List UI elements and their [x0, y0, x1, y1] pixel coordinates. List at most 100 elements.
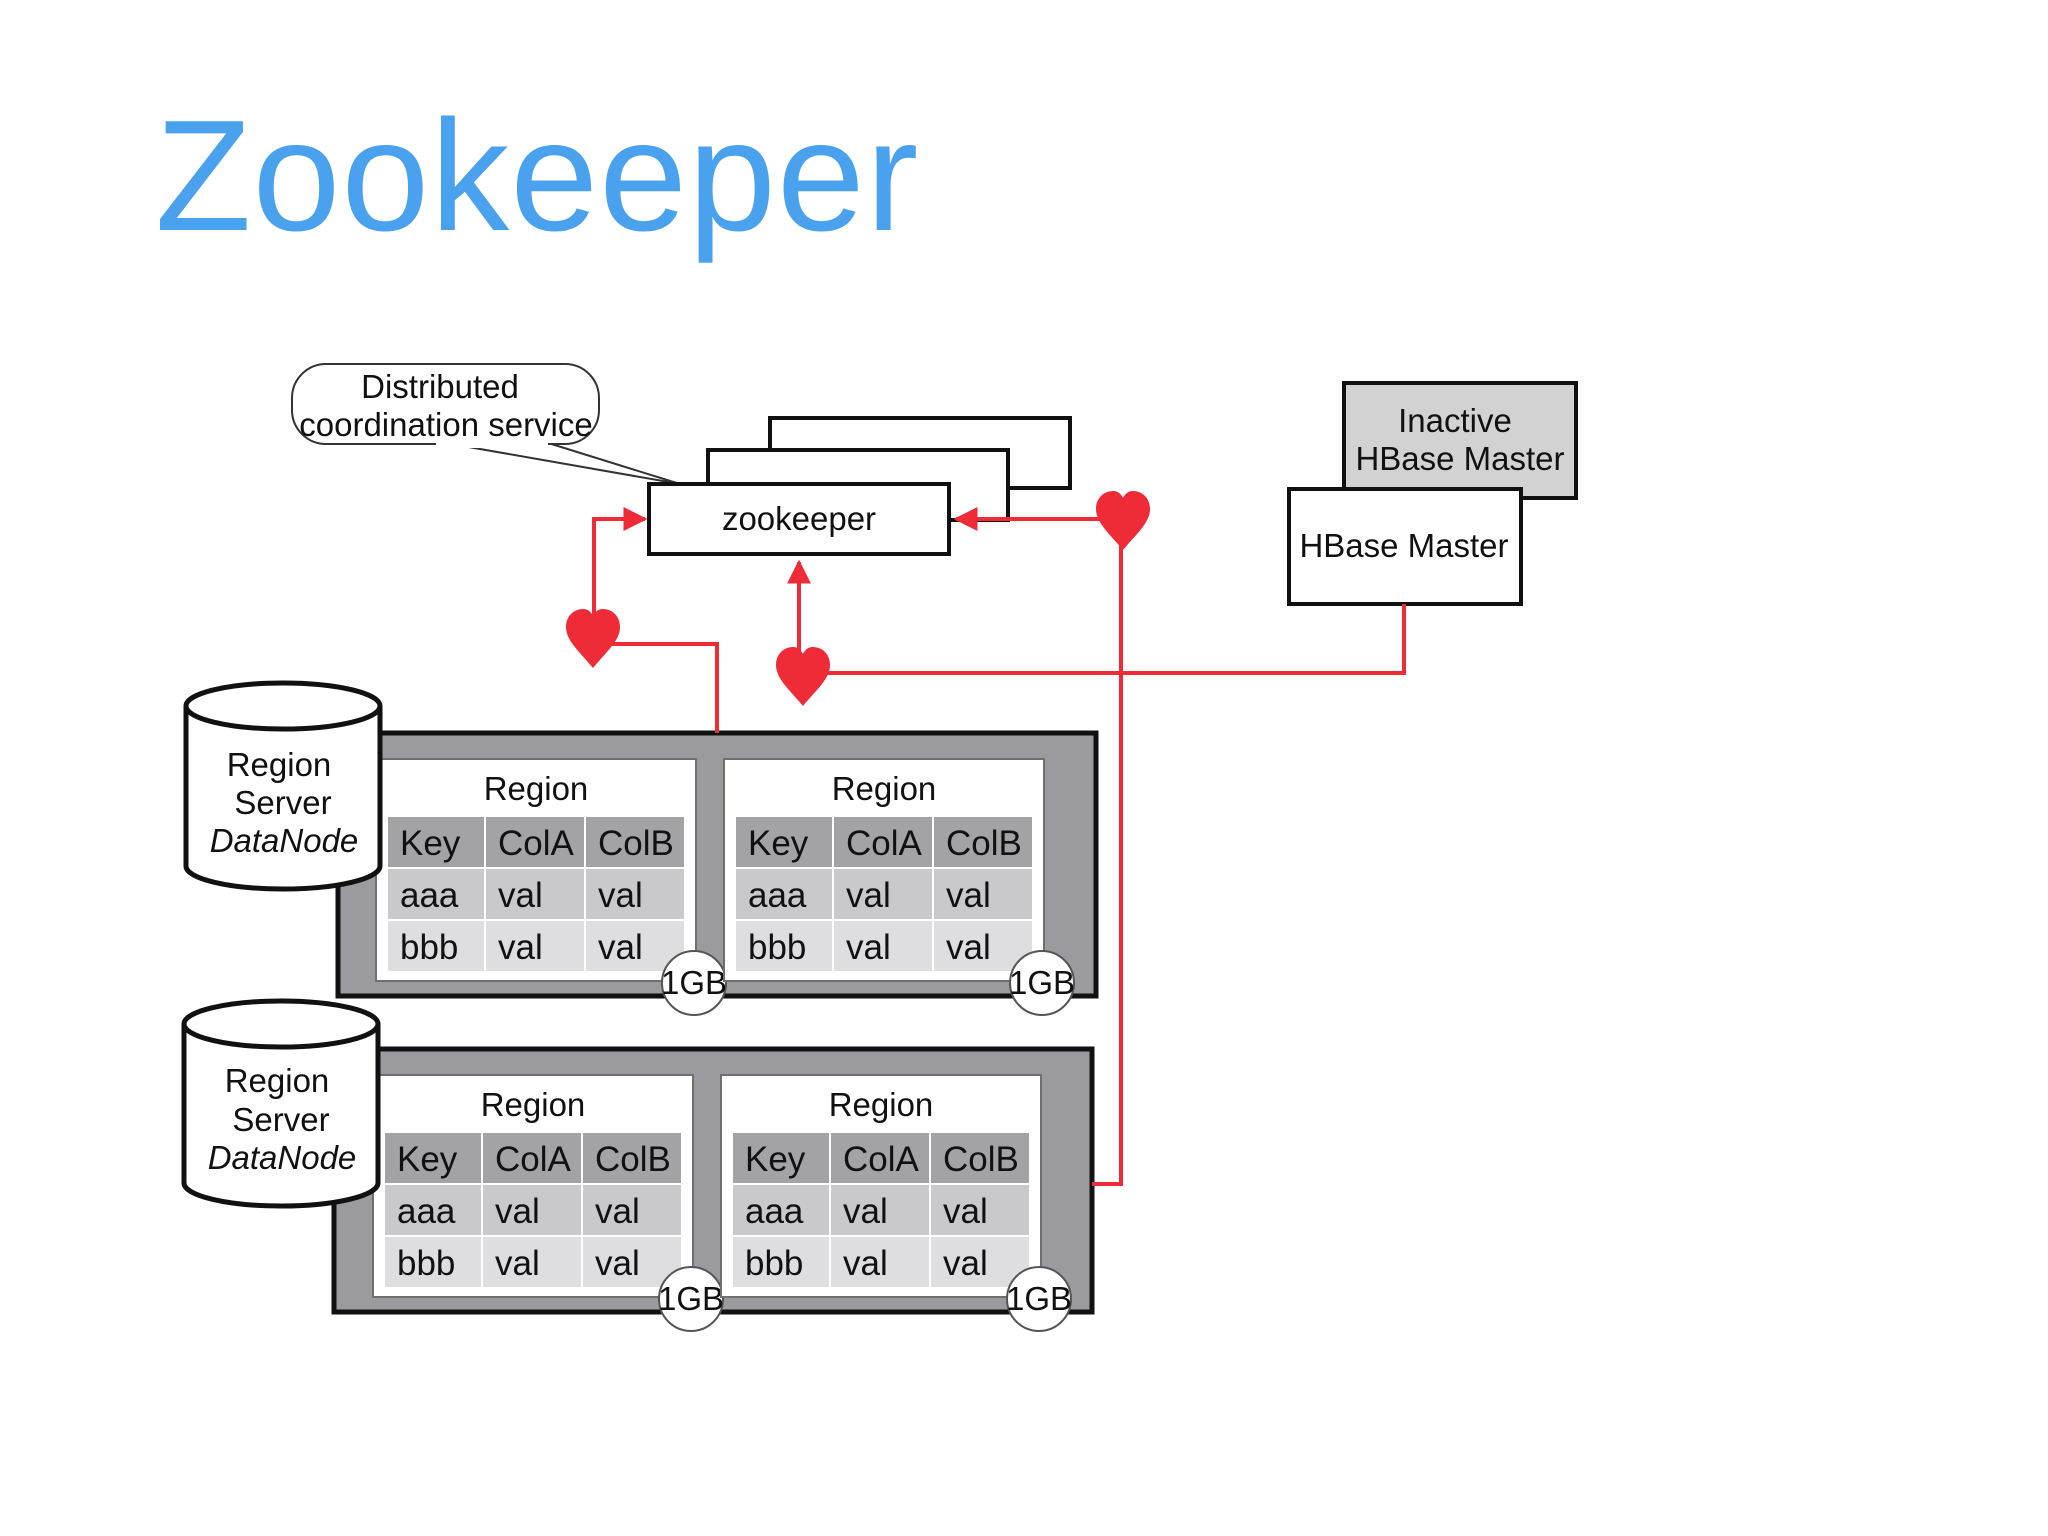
active-master-box	[1287, 487, 1523, 606]
table-cell	[934, 921, 1032, 971]
db-label-line2: Server	[232, 1101, 329, 1138]
table-cell-text: val	[498, 876, 543, 915]
table-cell-text: val	[843, 1244, 888, 1283]
region-size-badge	[1006, 1266, 1072, 1332]
table-cell-text: val	[943, 1192, 988, 1231]
table-header-text: Key	[397, 1140, 458, 1179]
table-cell	[586, 921, 684, 971]
table-cell	[483, 1185, 581, 1235]
table-header-cell	[483, 1133, 581, 1183]
slide-title: Zookeeper	[155, 88, 920, 264]
table-cell	[586, 869, 684, 919]
table-cell	[385, 1237, 481, 1287]
table-cell	[733, 1185, 829, 1235]
region-size-label: 1GB	[658, 1280, 724, 1317]
table-cell-text: val	[846, 928, 891, 967]
table-cell	[934, 869, 1032, 919]
table-cell-text: val	[495, 1244, 540, 1283]
table-cell	[388, 869, 484, 919]
table-header-cell	[388, 817, 484, 867]
inactive-master-line2: HBase Master	[1355, 440, 1564, 477]
table-header-text: Key	[748, 824, 809, 863]
table-cell-text: aaa	[745, 1192, 804, 1231]
table-header-text: ColB	[946, 824, 1022, 863]
table-cell-text: val	[598, 928, 643, 967]
db-label-line2: Server	[234, 784, 331, 821]
table-cell-text: val	[843, 1192, 888, 1231]
table-cell-text: val	[946, 876, 991, 915]
table-cell-text: val	[595, 1244, 640, 1283]
table-header-cell	[736, 817, 832, 867]
table-cell-text: val	[495, 1192, 540, 1231]
heart-icon	[566, 609, 620, 668]
table-header-text: ColA	[495, 1140, 572, 1179]
table-cell	[483, 1237, 581, 1287]
table-header-text: ColA	[498, 824, 575, 863]
region-title: Region	[481, 1086, 586, 1123]
db-label-line1: Region	[225, 1062, 330, 1099]
heart-icon	[1096, 491, 1150, 550]
table-cell-text: bbb	[748, 928, 806, 967]
table-header-cell	[831, 1133, 929, 1183]
heart-icon	[776, 647, 830, 706]
table-cell	[736, 921, 832, 971]
datanode-cylinder-2: Region Server DataNode	[181, 998, 381, 1209]
region-title: Region	[484, 770, 589, 807]
coordination-callout: Distributed coordination service	[291, 363, 681, 485]
table-header-text: Key	[400, 824, 461, 863]
table-header-text: ColA	[846, 824, 923, 863]
table-header-cell	[733, 1133, 829, 1183]
table-cell	[834, 869, 932, 919]
heartbeat-link-master	[787, 559, 1406, 675]
table-cell	[385, 1185, 481, 1235]
table-cell	[583, 1185, 681, 1235]
zookeeper-label: zookeeper	[722, 500, 876, 537]
table-cell-text: val	[846, 876, 891, 915]
active-master-label: HBase Master	[1299, 527, 1508, 564]
callout-text-line2: coordination service	[299, 406, 593, 443]
table-cell-text: aaa	[748, 876, 807, 915]
table-cell	[931, 1237, 1029, 1287]
table-cell-text: bbb	[400, 928, 458, 967]
table-cell	[834, 921, 932, 971]
table-header-cell	[834, 817, 932, 867]
region-size-badge	[661, 950, 727, 1016]
heartbeat-link-rs2	[953, 507, 1123, 1186]
callout-tail	[439, 441, 681, 485]
table-cell-text: aaa	[397, 1192, 456, 1231]
table-header-text: ColB	[595, 1140, 671, 1179]
table-cell	[831, 1237, 929, 1287]
region-size-badge	[1009, 950, 1075, 1016]
table-header-text: ColA	[843, 1140, 920, 1179]
table-cell-text: val	[946, 928, 991, 967]
table-header-cell	[486, 817, 584, 867]
table-header-cell	[583, 1133, 681, 1183]
db-label-line3: DataNode	[208, 1139, 357, 1176]
table-header-text: ColB	[598, 824, 674, 863]
table-header-cell	[385, 1133, 481, 1183]
datanode-cylinder-1: Region Server DataNode	[183, 680, 383, 892]
table-header-text: ColB	[943, 1140, 1019, 1179]
db-label-line1: Region	[227, 746, 332, 783]
hbase-masters: Inactive HBase Master HBase Master	[1287, 381, 1578, 606]
zookeeper-ensemble: zookeeper	[647, 416, 1072, 556]
region-size-badge	[658, 1266, 724, 1332]
heartbeat-icons	[566, 491, 1150, 706]
table-cell	[486, 921, 584, 971]
table-cell	[831, 1185, 929, 1235]
table-cell	[388, 921, 484, 971]
table-cell-text: aaa	[400, 876, 459, 915]
table-cell-text: val	[595, 1192, 640, 1231]
zookeeper-node-front	[647, 482, 951, 556]
table-cell	[931, 1185, 1029, 1235]
table-header-cell	[934, 817, 1032, 867]
region-size-label: 1GB	[1006, 1280, 1072, 1317]
region-size-label: 1GB	[1009, 964, 1075, 1001]
